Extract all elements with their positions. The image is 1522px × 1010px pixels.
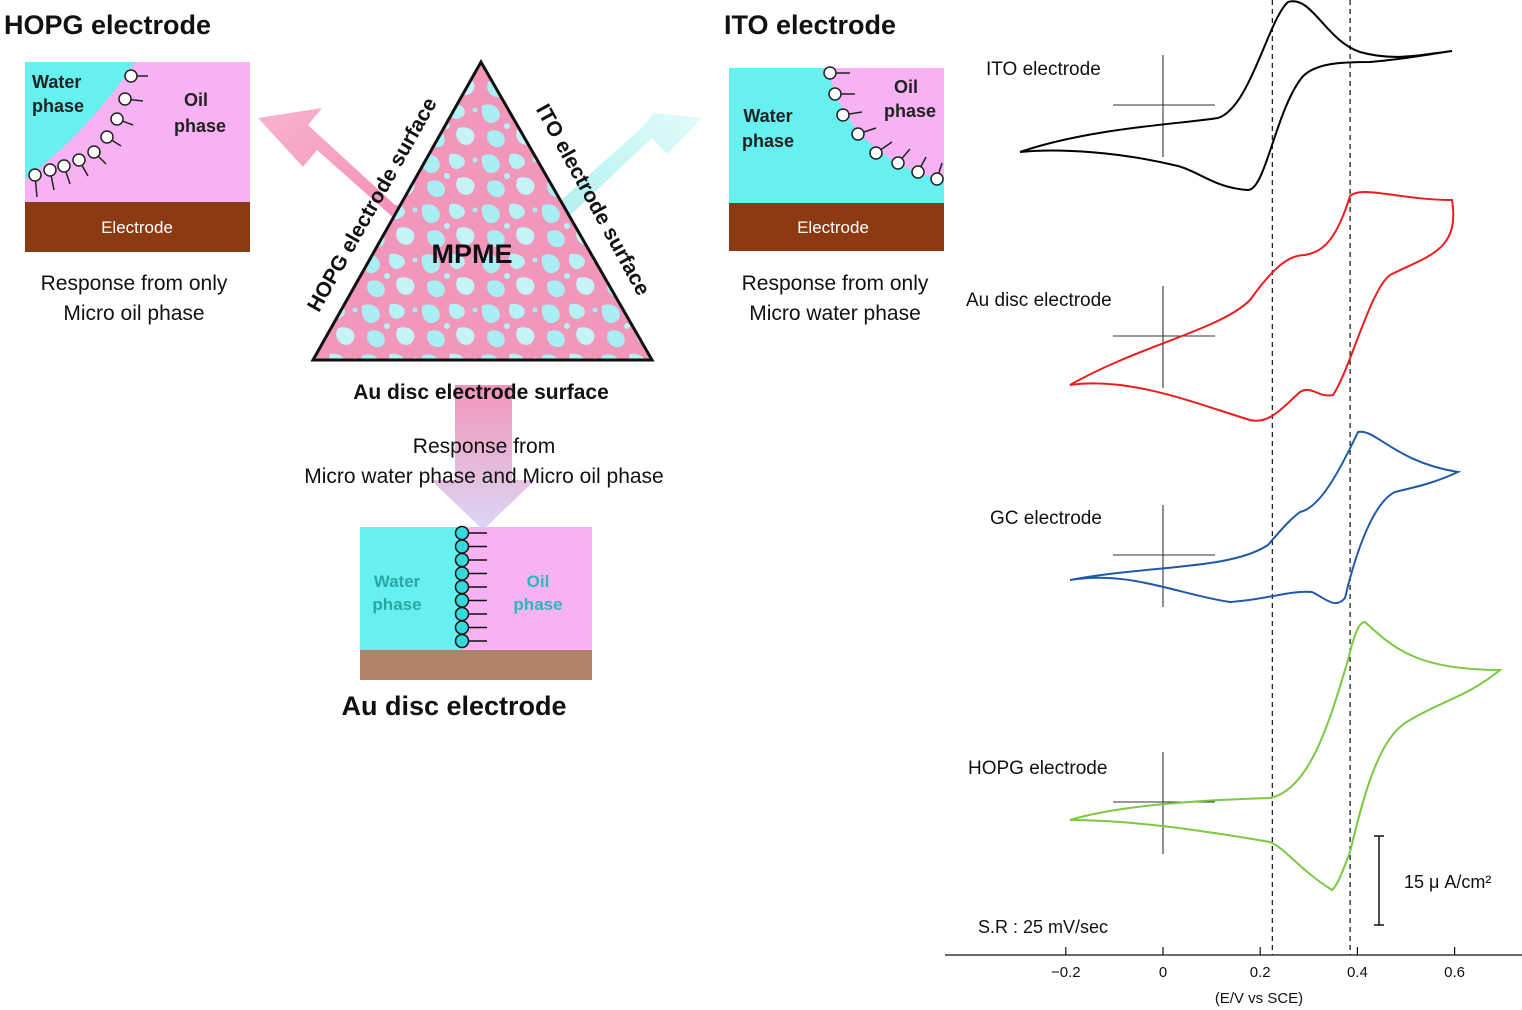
au-panel-title: Au disc electrode: [341, 691, 566, 721]
hopg-panel: HOPG electrode Electrode Water phase Oil…: [4, 10, 250, 325]
cv-series-line: [1069, 190, 1455, 422]
cv-tick-label: 0.4: [1347, 964, 1368, 981]
hopg-oil-label-2: phase: [174, 116, 226, 136]
au-panel: Response from Micro water phase and Micr…: [304, 435, 664, 721]
au-oil-label-1: Oil: [527, 572, 550, 591]
triangle-bottom-side-label: Au disc electrode surface: [353, 381, 609, 404]
au-surfactant-head: [454, 525, 470, 541]
cv-tick-label: 0: [1159, 964, 1167, 981]
cv-curves: [1019, 0, 1503, 892]
hopg-panel-title: HOPG electrode: [4, 10, 211, 40]
au-oil-phase: [462, 527, 592, 650]
ito-surfactant-chain: [823, 66, 944, 186]
mpme-label: MPME: [432, 239, 513, 269]
hopg-surfactant-chain: [28, 69, 148, 198]
cv-series-line: [1069, 620, 1503, 892]
ito-oil-phase: [828, 68, 944, 180]
cv-tick-label: −0.2: [1051, 964, 1081, 981]
ito-response-line-1: Response from only: [742, 272, 929, 295]
ito-oil-label-2: phase: [884, 101, 936, 121]
au-response-line-1: Response from: [413, 435, 555, 458]
au-water-label-2: phase: [372, 595, 421, 614]
cv-tick-label: 0.6: [1444, 964, 1465, 981]
au-surfactant-chain: [454, 525, 487, 649]
au-surfactant-head: [454, 620, 470, 635]
cv-scale-bar: [1374, 835, 1384, 926]
cv-series-line: [1069, 430, 1462, 604]
au-surfactant-head: [454, 606, 470, 622]
cv-dashed-lines: [1271, 0, 1351, 955]
ito-electrode-layer: [729, 203, 944, 251]
hopg-water-label-1: Water: [32, 72, 81, 92]
au-surfactant-head: [454, 633, 470, 649]
au-response-line-2: Micro water phase and Micro oil phase: [304, 465, 664, 488]
au-surfactant-head: [454, 552, 470, 568]
cv-series-label: HOPG electrode: [968, 758, 1107, 779]
hopg-response-line-1: Response from only: [41, 272, 228, 295]
au-water-label-1: Water: [374, 572, 421, 591]
au-surfactant-head: [454, 579, 470, 595]
cv-tick-label: 0.2: [1250, 964, 1271, 981]
ito-oil-label-1: Oil: [894, 77, 918, 97]
ito-panel-title: ITO electrode: [724, 10, 896, 40]
hopg-oil-label-1: Oil: [184, 90, 208, 110]
hopg-electrode-label: Electrode: [101, 218, 173, 237]
cv-scale-bar-label: 15 μ A/cm²: [1404, 872, 1491, 892]
pink-arrow-to-hopg: [258, 108, 430, 228]
pink-arrow-to-au: [431, 385, 535, 530]
au-surfactant-head: [454, 566, 470, 581]
ito-response-line-2: Micro water phase: [749, 302, 921, 325]
au-surfactant-head: [454, 593, 470, 608]
mpme-triangle: MPME HOPG electrode surface ITO electrod…: [303, 58, 655, 404]
au-oil-label-2: phase: [513, 595, 562, 614]
ito-electrode-label: Electrode: [797, 218, 869, 237]
cv-series-label: ITO electrode: [986, 59, 1101, 80]
cv-series-label: Au disc electrode: [966, 290, 1112, 311]
cv-x-ticks: −0.2 0 0.2 0.4 0.6: [1051, 947, 1465, 981]
hopg-water-phase: [25, 62, 135, 180]
au-surfactant-head: [454, 539, 470, 554]
cv-series-label: GC electrode: [990, 508, 1102, 529]
au-electrode-layer: [360, 650, 592, 680]
hopg-water-label-2: phase: [32, 96, 84, 116]
cv-x-axis-label: (E/V vs SCE): [1215, 990, 1303, 1007]
au-water-phase: [360, 527, 462, 650]
hopg-response-line-2: Micro oil phase: [63, 302, 204, 325]
cv-chart: ITO electrode Au disc electrode GC electro…: [945, 0, 1522, 1007]
ito-water-label-1: Water: [743, 106, 792, 126]
ito-panel: ITO electrode Electrode Water phase Oil …: [724, 10, 944, 325]
ito-water-label-2: phase: [742, 131, 794, 151]
cyan-arrow-to-ito: [548, 113, 702, 225]
cv-scan-rate: S.R : 25 mV/sec: [978, 917, 1108, 937]
hopg-electrode-layer: [25, 202, 250, 252]
cv-series-line: [1019, 0, 1453, 192]
cv-series-labels: ITO electrode Au disc electrode GC electro…: [966, 59, 1112, 779]
